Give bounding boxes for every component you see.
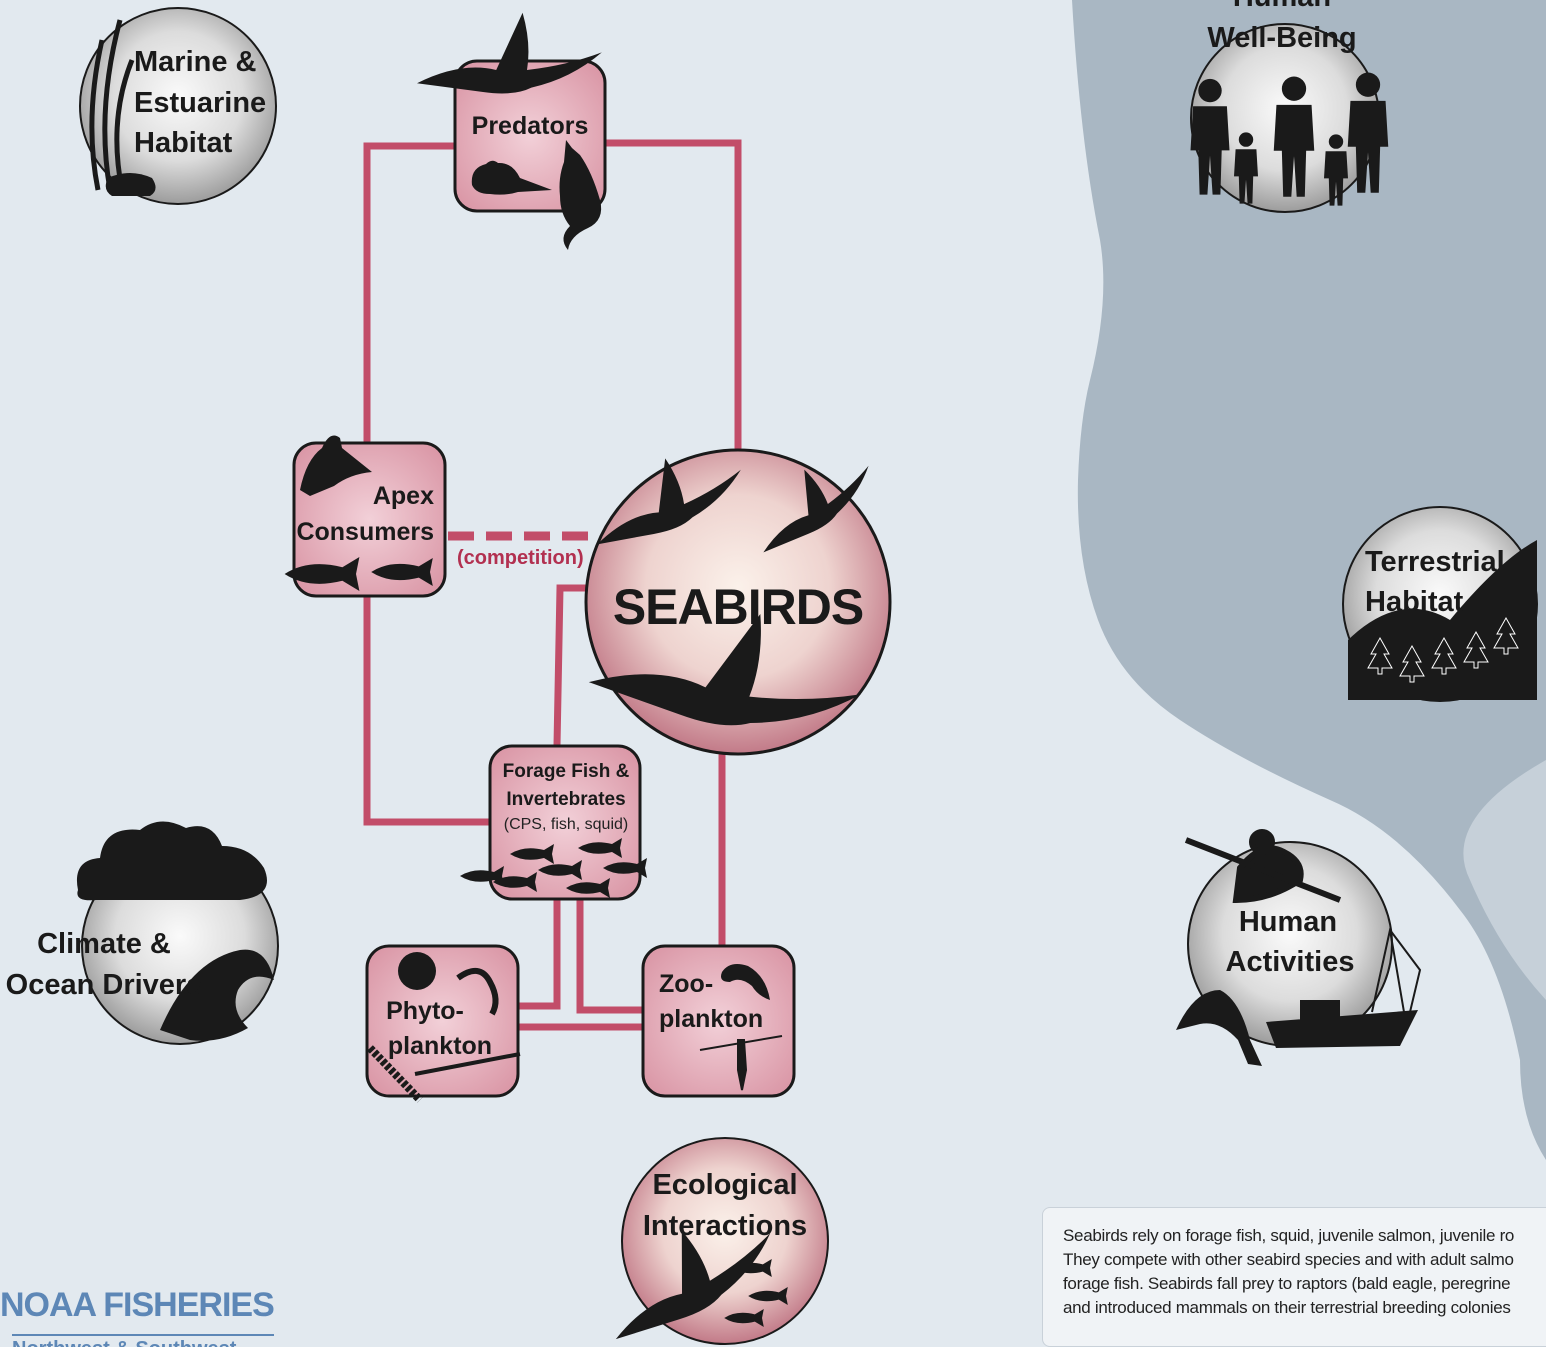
phyto-label-2: plankton [388, 1032, 492, 1060]
logo-divider [12, 1334, 274, 1336]
diatom-cell-icon [398, 952, 436, 990]
crab-icon [105, 173, 156, 196]
rat-icon [471, 160, 552, 195]
chain-diatom-icon [456, 968, 499, 1016]
activities-label-2: Activities [1226, 946, 1355, 978]
krill-icon [721, 964, 770, 1000]
ecological-label-1: Ecological [652, 1169, 797, 1201]
noaa-fisheries-logo[interactable]: NOAA FISHERIES Northwest & Southwest [0, 1286, 290, 1347]
climate-label-2: Ocean Drivers [6, 969, 203, 1001]
wave-icon [160, 949, 274, 1041]
coyote-icon [559, 140, 602, 250]
kayaker-icon [1184, 829, 1342, 904]
apex-consumers-box[interactable]: Apex Consumers [284, 435, 447, 598]
zooplankton-box[interactable]: Zoo- plankton [641, 944, 796, 1098]
human-activities-component[interactable]: Human Activities [1176, 829, 1422, 1066]
terrestrial-label-2: Habitat [1365, 586, 1464, 618]
logo-brand-text: NOAA FISHERIES [0, 1286, 275, 1324]
sea-lion-icon [300, 435, 372, 496]
caption-line: and introduced mammals on their terrestr… [1063, 1298, 1511, 1317]
coastline-land [1072, 0, 1546, 1347]
terrestrial-label-1: Terrestrial [1365, 546, 1505, 578]
forage-fish-box[interactable]: Forage Fish & Invertebrates (CPS, fish, … [460, 744, 647, 901]
phytoplankton-box[interactable]: Phyto- plankton [365, 944, 521, 1103]
cloud-icon [76, 821, 267, 901]
forage-label-1: Forage Fish & [503, 761, 630, 782]
marine-label-3: Habitat [134, 127, 233, 159]
competition-label: (competition) [457, 547, 584, 569]
ecological-interactions-component[interactable]: Ecological Interactions [586, 1137, 829, 1347]
coastline-land-inlet [1463, 760, 1546, 1000]
predators-box[interactable]: Predators [417, 12, 607, 250]
seabirds-node[interactable]: SEABIRDS [578, 437, 892, 756]
climate-label-1: Climate & [37, 928, 171, 960]
climate-ocean-drivers-component[interactable]: Climate & Ocean Drivers [6, 821, 279, 1045]
predators-label: Predators [472, 112, 589, 140]
phyto-label-1: Phyto- [386, 997, 464, 1025]
needle-diatom-icon [414, 1052, 521, 1076]
forage-label-2: Invertebrates [506, 789, 625, 810]
marine-estuarine-habitat-component[interactable]: Marine & Estuarine Habitat [79, 7, 277, 205]
caption-line: forage fish. Seabirds fall prey to rapto… [1063, 1274, 1511, 1293]
copepod-icon [699, 1035, 783, 1091]
apex-label-2: Consumers [296, 518, 434, 546]
apex-label-1: Apex [373, 482, 434, 510]
wellbeing-label-1: Human [1233, 0, 1331, 13]
marine-label-1: Marine & [134, 46, 257, 78]
forage-label-3: (CPS, fish, squid) [504, 816, 628, 833]
activities-label-1: Human [1239, 906, 1337, 938]
zoo-label-1: Zoo- [659, 970, 713, 998]
mountain-icon [1348, 540, 1537, 700]
zoo-label-2: plankton [659, 1005, 763, 1033]
ecological-label-2: Interactions [643, 1210, 807, 1242]
connector-lines [363, 139, 742, 1031]
seabirds-label: SEABIRDS [613, 579, 863, 635]
boat-rigging-icon [1371, 927, 1422, 1013]
caption-line: They compete with other seabird species … [1063, 1250, 1514, 1269]
logo-region-text: Northwest & Southwest [12, 1338, 236, 1347]
caption-line: Seabirds rely on forage fish, squid, juv… [1063, 1226, 1515, 1245]
fishing-boat-icon [1266, 1000, 1418, 1048]
caption-box: Seabirds rely on forage fish, squid, juv… [1042, 1207, 1546, 1347]
marine-label-2: Estuarine [134, 87, 266, 119]
diver-icon [1176, 990, 1262, 1066]
diatom-chain-icon [367, 1045, 423, 1103]
human-well-being-component[interactable]: Human Well-Being [1190, 0, 1389, 213]
wellbeing-label-2: Well-Being [1207, 22, 1356, 54]
terrestrial-habitat-component[interactable]: Terrestrial Habitat [1342, 506, 1538, 702]
